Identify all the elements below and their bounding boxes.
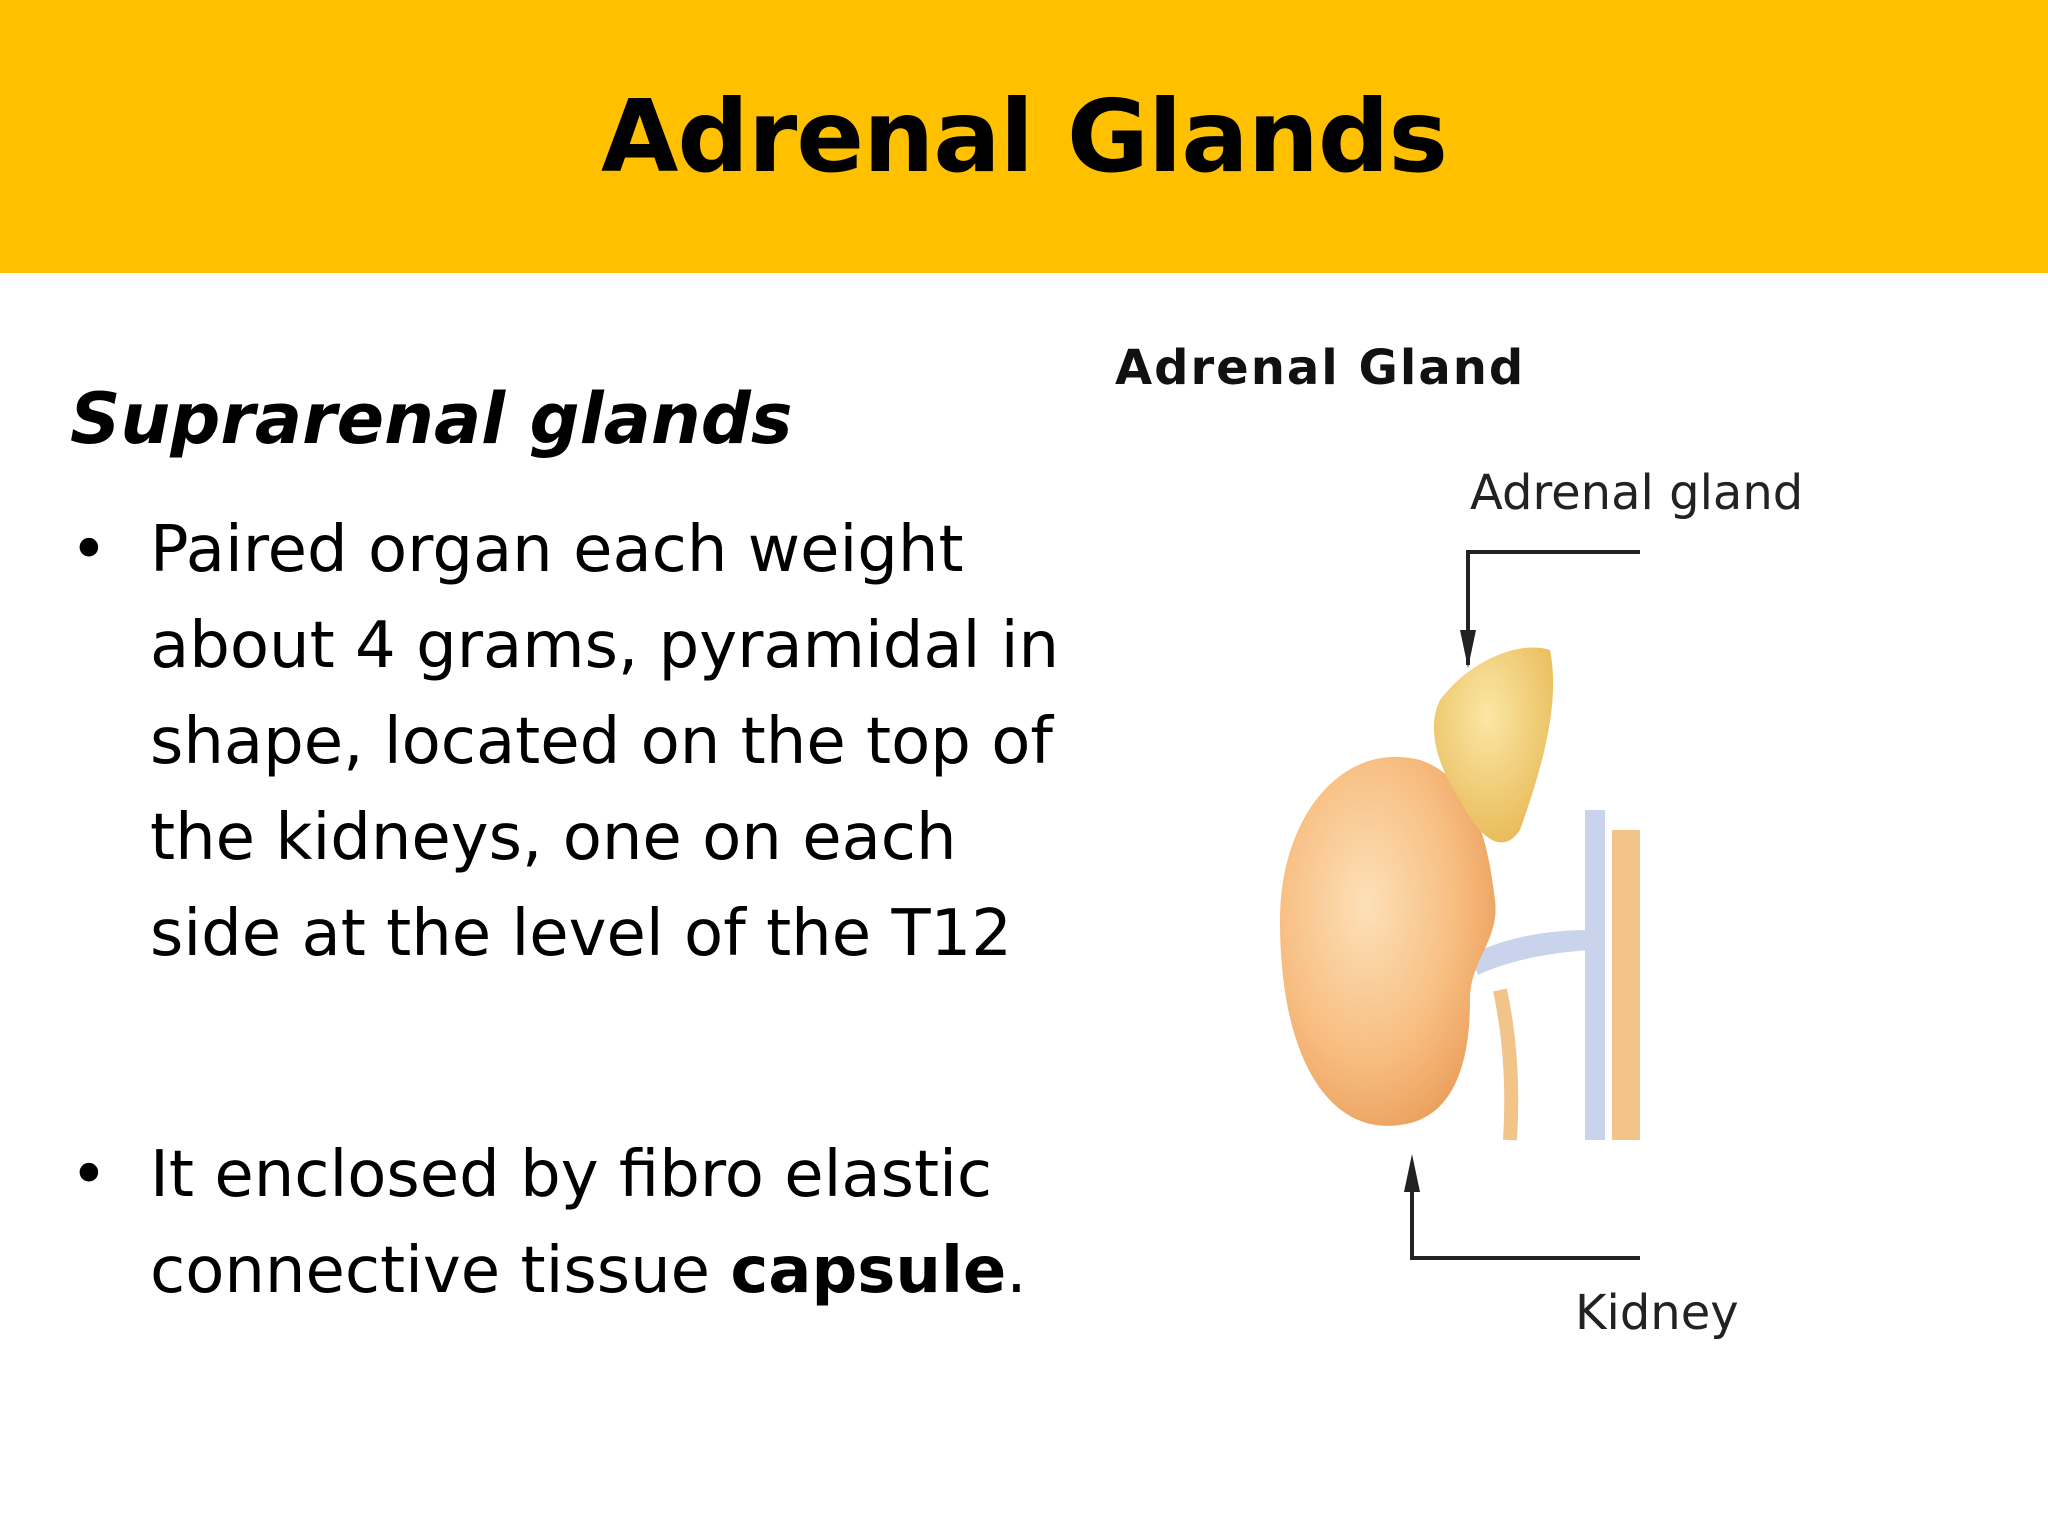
left-kidney <box>1280 756 1496 1126</box>
left-adrenal-gland <box>1433 647 1554 843</box>
aorta <box>1612 830 1640 1140</box>
left-ureter <box>1493 988 1519 1141</box>
figure-title: Adrenal Gland <box>1115 340 1526 396</box>
bullet-list: • Paired organ each weight about 4 grams… <box>70 502 1100 1319</box>
left-renal-vessels <box>1470 930 1590 975</box>
bullet-dot: • <box>70 513 108 587</box>
vena-cava <box>1585 810 1605 1140</box>
kidney-pointer <box>1410 1165 1640 1260</box>
kidney-arrow-left <box>1404 1154 1420 1192</box>
slide-subtitle: Suprarenal glands <box>70 378 793 460</box>
label-kidney: Kidney <box>1575 1285 1739 1341</box>
slide-title: Adrenal Glands <box>600 78 1448 195</box>
bullet-text-2-bold: capsule <box>730 1234 1007 1308</box>
title-bar <box>0 0 2048 273</box>
bullet-text-1: Paired organ each weight about 4 grams, … <box>150 513 1060 971</box>
bullet-dot: • <box>70 1138 108 1212</box>
bullet-item-1: • Paired organ each weight about 4 grams… <box>70 502 1100 982</box>
bullet-item-2: • It enclosed by fibro elastic connectiv… <box>70 1127 1100 1319</box>
label-adrenal-gland: Adrenal gland <box>1470 465 1804 521</box>
bullet-text-2-before: It enclosed by fibro elastic connective … <box>150 1138 993 1308</box>
kidney-illustration <box>1280 550 1640 1260</box>
adrenal-arrow-left <box>1460 630 1476 668</box>
adrenal-pointer <box>1466 550 1640 665</box>
bullet-text-2-after: . <box>1006 1234 1027 1308</box>
